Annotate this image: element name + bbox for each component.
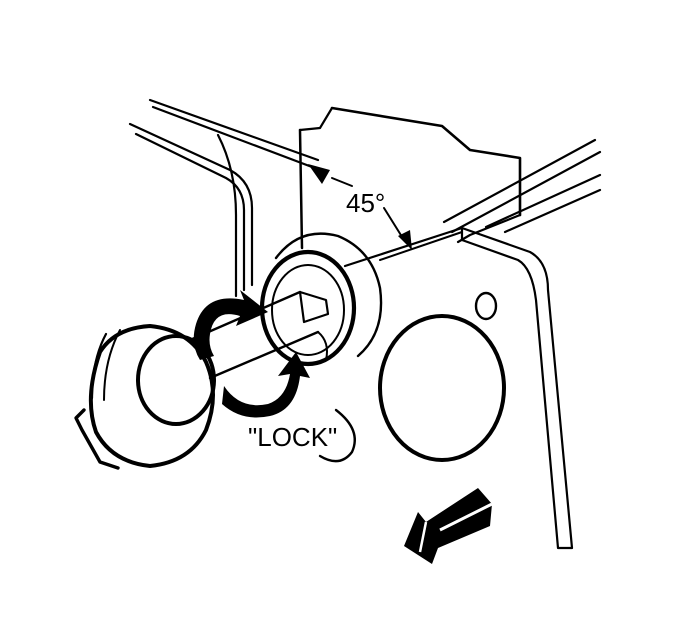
- rotation-arrow-top-icon: [193, 290, 268, 360]
- housing-frame: [128, 98, 602, 298]
- angle-arrowhead-top: [308, 164, 330, 184]
- knob-cap: [74, 324, 216, 470]
- mounting-bracket-panel: [298, 106, 574, 550]
- angle-arrowhead-bottom: [398, 230, 412, 250]
- bracket-hole: [474, 291, 498, 321]
- lock-rotation-arrow: [318, 408, 356, 463]
- bracket-bore: [378, 314, 506, 462]
- rotation-arrow-bottom-icon: [222, 352, 310, 418]
- angle-label: 45°: [346, 188, 385, 218]
- lock-label: "LOCK": [248, 422, 337, 452]
